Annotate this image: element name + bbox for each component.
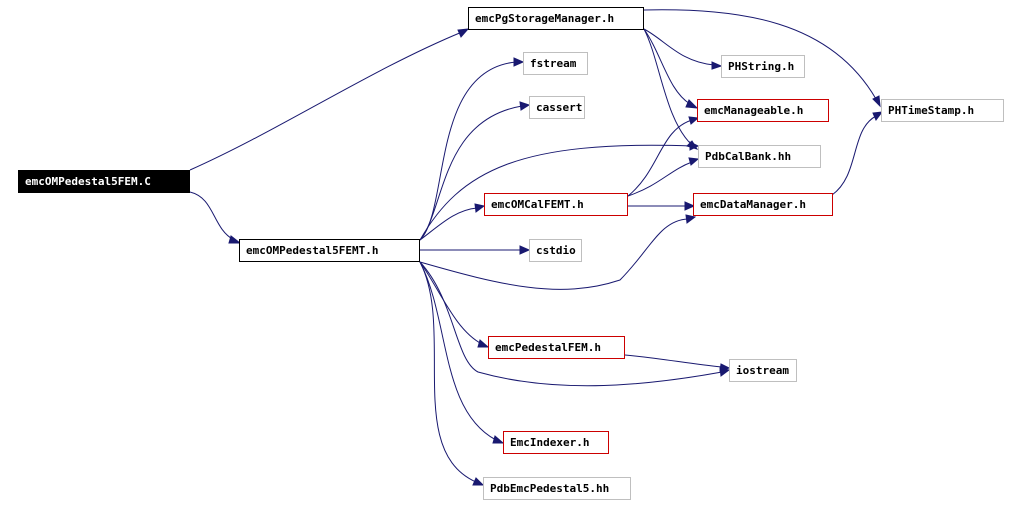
arrowhead (685, 99, 699, 109)
arrowhead (872, 95, 881, 108)
node-datamanager[interactable]: emcDataManager.h (693, 193, 833, 216)
node-pedestalfem[interactable]: emcPedestalFEM.h (488, 336, 625, 359)
node-pdbpedestal5: PdbEmcPedestal5.hh (483, 477, 631, 500)
arrowhead (711, 61, 723, 70)
edge-root-to-storage-manager (189, 31, 463, 171)
edge-header-to-cassert (419, 105, 523, 241)
edge-header-to-calfemt (419, 207, 478, 241)
arrowhead (228, 235, 242, 244)
node-calfemt[interactable]: emcOMCalFEMT.h (484, 193, 628, 216)
edge-calfemt-to-manageable (627, 119, 693, 197)
node-iostream: iostream (729, 359, 797, 382)
edge-pedestalfem-to-iostream (624, 354, 723, 368)
edge-root-to-header (189, 191, 235, 241)
node-manageable[interactable]: emcManageable.h (697, 99, 829, 122)
arrowhead (689, 141, 700, 151)
arrowhead (684, 201, 696, 211)
edge-storage-to-phstring (643, 28, 715, 66)
arrowhead (492, 435, 505, 444)
arrowhead (519, 101, 531, 111)
node-storage-manager[interactable]: emcPgStorageManager.h (468, 7, 644, 30)
arrowhead (688, 157, 700, 166)
node-header-file[interactable]: emcOMPedestal5FEMT.h (239, 239, 420, 262)
arrowhead (457, 28, 470, 38)
arrowhead (688, 116, 700, 125)
edge-header-to-pdbpedestal5 (419, 261, 477, 483)
edge-header-to-indexer (419, 261, 497, 441)
node-root-file: emcOMPedestal5FEM.C (18, 170, 190, 193)
edge-storage-to-manageable (643, 28, 691, 105)
arrowhead (519, 245, 531, 255)
node-cstdio: cstdio (529, 239, 582, 262)
node-indexer[interactable]: EmcIndexer.h (503, 431, 609, 454)
arrowhead (685, 214, 697, 224)
node-fstream: fstream (523, 52, 588, 75)
edge-header-to-pdbcalbank (419, 144, 693, 241)
node-phstring: PHString.h (721, 55, 805, 78)
edge-storage-to-pdbcalbank (643, 28, 693, 146)
node-phtimestamp: PHTimeStamp.h (881, 99, 1004, 122)
node-pdbcalbank: PdbCalBank.hh (698, 145, 821, 168)
arrowhead (477, 339, 490, 348)
arrowhead (474, 203, 486, 213)
edge-datamanager-to-phtimestamp (831, 115, 877, 196)
arrowhead (513, 57, 525, 67)
arrowhead (719, 363, 731, 372)
node-cassert: cassert (529, 96, 585, 119)
edge-storage-to-phtimestamp (643, 9, 877, 100)
edge-header-to-pedestalfem (419, 261, 483, 345)
edge-header-to-datamanager (419, 218, 689, 290)
arrowhead (472, 477, 485, 486)
arrowhead (872, 111, 884, 121)
edge-calfemt-to-pdbcalbank (627, 161, 693, 197)
edge-header-to-iostream (419, 261, 723, 387)
